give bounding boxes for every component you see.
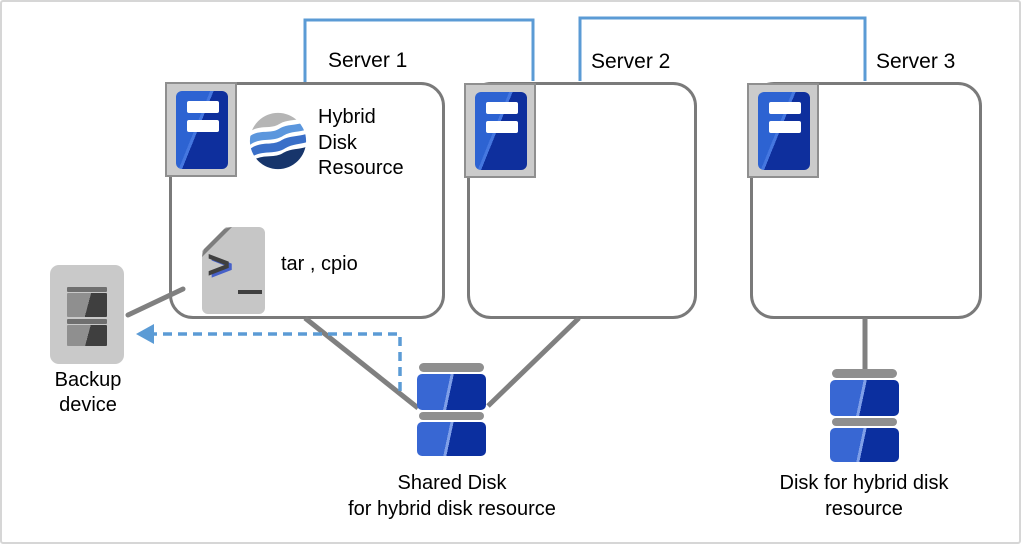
backup-label-line1: Backup [54, 369, 122, 391]
prompt-glyph: > [207, 243, 231, 287]
server-tower-icon [758, 92, 810, 170]
server3-icon [747, 83, 819, 178]
link-server2-shared-disk [486, 316, 581, 408]
server-tower-icon [475, 92, 527, 170]
disk-platter [417, 374, 486, 410]
shared-disk-icon [417, 363, 486, 456]
disk-platter [417, 422, 486, 456]
link-server1-shared-disk [303, 316, 420, 410]
shared-disk-label-line2: for hybrid disk resource [348, 498, 556, 520]
backup-flow-arrowhead [136, 324, 154, 344]
shared-disk-label-line1: Shared Disk [397, 472, 507, 494]
disk-platter [830, 380, 899, 416]
server3-label: Server 3 [876, 50, 956, 73]
backup-tools-label: tar , cpio [281, 253, 358, 275]
drive-slot [67, 325, 107, 346]
hybrid-disk-icon [830, 369, 899, 462]
server1-label: Server 1 [328, 49, 408, 72]
disk-cap [419, 363, 484, 372]
globe-waves-icon [249, 112, 307, 170]
tower-slot-bar [769, 121, 801, 133]
backup-flow-dashed-arrow [153, 332, 402, 391]
backup-label-line2: device [59, 394, 117, 416]
tower-slot-bar [187, 101, 219, 113]
disk-divider [832, 418, 897, 426]
drive-slot-strip [67, 319, 107, 324]
disk-cap [832, 369, 897, 378]
hybrid-label-line3: Resource [318, 157, 404, 179]
tower-slot-bar [486, 121, 518, 133]
hybrid-label-line1: Hybrid [318, 106, 376, 128]
shell-script-icon: > [202, 227, 265, 314]
tower-slot-bar [486, 102, 518, 114]
hybrid-label-line2: Disk [318, 131, 357, 154]
drive-slot [67, 293, 107, 317]
tape-drive-icon [50, 265, 124, 364]
disk-divider [419, 412, 484, 420]
hybrid-disk-label: Disk for hybrid disk resource [739, 470, 989, 522]
cursor-underscore [238, 290, 262, 294]
drive-slot-strip [67, 287, 107, 292]
server1-icon [165, 82, 237, 177]
tower-slot-bar [769, 102, 801, 114]
server2-icon [464, 83, 536, 178]
backup-device-label: Backup device [18, 368, 158, 418]
hybrid-disk-resource-label: Hybrid Disk Resource [318, 105, 404, 182]
server2-label: Server 2 [591, 50, 671, 73]
server-tower-icon [176, 91, 228, 169]
tower-slot-bar [187, 120, 219, 132]
hybrid-disk-label-line1: Disk for hybrid disk [779, 472, 949, 494]
hybrid-disk-label-line2: resource [825, 498, 903, 520]
disk-platter [830, 428, 899, 462]
shared-disk-label: Shared Disk for hybrid disk resource [327, 470, 577, 522]
